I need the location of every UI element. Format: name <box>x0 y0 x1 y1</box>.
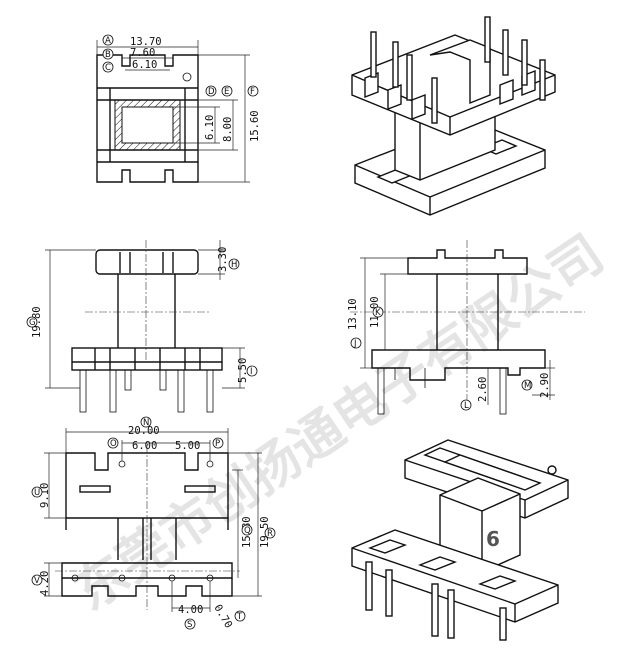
label-d: D <box>205 85 217 97</box>
top-view: 13.70 7.60 6.10 6.10 8.00 15.60 A B C D … <box>96 34 261 183</box>
dim-front-h: 3.30 <box>217 247 229 272</box>
svg-text:K: K <box>375 308 381 318</box>
label-u: U <box>31 486 43 498</box>
label-v: V <box>31 574 43 586</box>
label-g: G <box>26 316 38 328</box>
dim-front-i: 5.50 <box>237 358 249 383</box>
svg-text:J: J <box>353 339 357 349</box>
svg-text:H: H <box>231 260 237 270</box>
svg-text:M: M <box>524 381 531 391</box>
label-s: S <box>184 618 196 630</box>
svg-text:T: T <box>236 612 243 622</box>
front-view: 19.80 3.30 5.50 G H I <box>26 240 258 413</box>
svg-text:D: D <box>208 87 215 97</box>
side-view: 13.10 11.00 2.60 2.90 J K L M <box>347 240 585 415</box>
dim-bottom-n: 20.00 <box>128 425 160 437</box>
label-e: E <box>221 85 233 97</box>
label-c: C <box>102 61 114 73</box>
label-p: P <box>212 437 224 449</box>
dim-bottom-u: 9.10 <box>39 483 51 508</box>
label-l: L <box>460 399 472 411</box>
label-j: J <box>350 337 362 349</box>
dim-side-j: 13.10 <box>347 298 359 330</box>
dim-top-f: 15.60 <box>249 110 261 142</box>
svg-text:E: E <box>224 87 229 97</box>
dim-bottom-p: 5.00 <box>175 440 200 452</box>
label-h: H <box>228 258 240 270</box>
dim-top-c: 6.10 <box>132 59 157 71</box>
iso-view-bottom: 6 <box>351 439 569 641</box>
dim-bottom-s: 4.00 <box>178 604 203 616</box>
dim-bottom-t: 0.70 <box>211 603 234 631</box>
page-badge: 6 <box>486 527 500 551</box>
svg-text:O: O <box>110 439 117 449</box>
bottom-view: 20.00 6.00 5.00 9.10 15.80 19.50 4.20 4.… <box>31 416 276 631</box>
label-o: O <box>107 437 119 449</box>
svg-text:V: V <box>34 576 40 586</box>
dim-top-d: 6.10 <box>204 115 216 140</box>
dim-side-l: 2.60 <box>477 377 489 402</box>
dim-bottom-o: 6.00 <box>132 440 157 452</box>
iso-view-top <box>351 16 556 216</box>
svg-text:F: F <box>250 87 255 97</box>
svg-text:N: N <box>143 418 149 428</box>
label-q: Q <box>241 524 253 536</box>
svg-text:S: S <box>187 620 192 630</box>
svg-text:R: R <box>267 529 273 539</box>
svg-text:A: A <box>105 36 111 46</box>
label-b: B <box>102 48 114 60</box>
dim-side-m: 2.90 <box>539 373 551 398</box>
label-i: I <box>246 365 258 377</box>
label-k: K <box>372 306 384 318</box>
label-m: M <box>521 379 533 391</box>
label-n: N <box>140 416 152 428</box>
dim-top-b: 7.60 <box>130 47 155 59</box>
label-f: F <box>247 85 259 97</box>
svg-text:B: B <box>105 50 111 60</box>
svg-text:P: P <box>215 439 220 449</box>
svg-text:C: C <box>105 63 111 73</box>
svg-text:Q: Q <box>244 526 251 536</box>
dim-top-e: 8.00 <box>222 117 234 142</box>
svg-text:G: G <box>29 318 36 328</box>
dim-top-a: 13.70 <box>130 36 162 48</box>
label-a: A <box>102 34 114 46</box>
svg-text:U: U <box>34 488 40 498</box>
svg-text:L: L <box>464 401 469 411</box>
svg-text:I: I <box>250 367 253 377</box>
dim-bottom-v: 4.20 <box>39 571 51 596</box>
label-r: R <box>264 527 276 539</box>
label-t: T <box>234 610 246 622</box>
